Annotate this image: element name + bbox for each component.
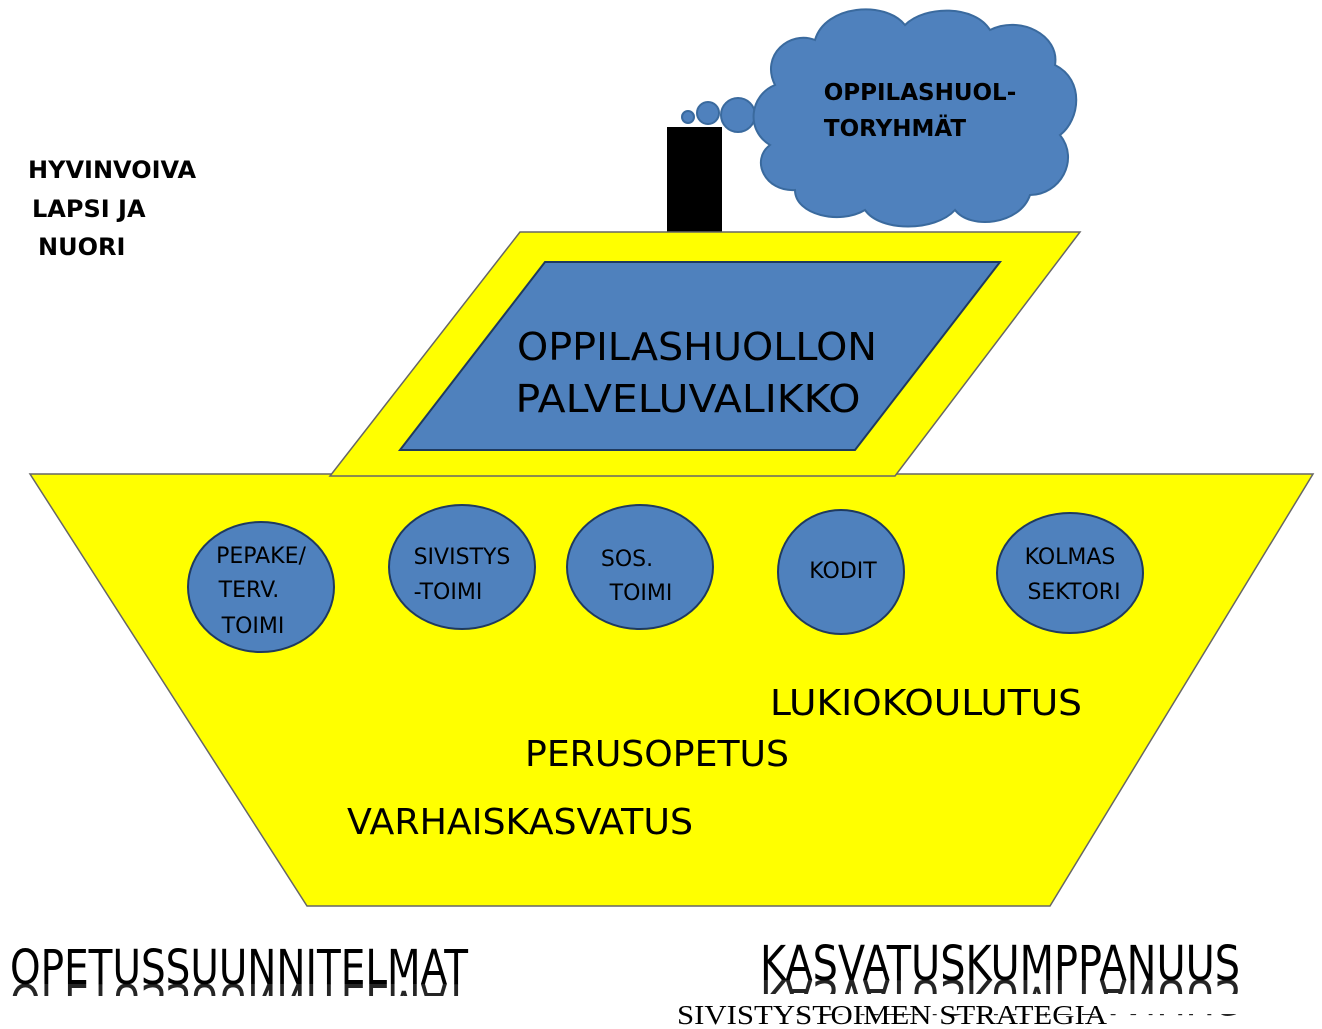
hull-level-top: LUKIOKOULUTUS: [770, 683, 1082, 724]
wave-left-mask: [0, 996, 520, 1029]
corner-label-line2: LAPSI JA: [32, 195, 146, 223]
porthole-sivistys-line2: -TOIMI: [414, 580, 483, 605]
corner-label-line3: NUORI: [38, 233, 125, 261]
porthole-pepake: [187, 521, 335, 653]
deck-panel-line1: OPPILASHUOLLON: [517, 325, 877, 369]
cloud-shape: [752, 8, 1078, 228]
porthole-kodit: [777, 509, 905, 635]
deck-panel: OPPILASHUOLLON PALVELUVALIKKO: [397, 261, 1003, 451]
wave-left: OPETUSSUUNNITELMAT OPETUSSUUNNITELMAT: [0, 940, 520, 1029]
porthole-sivistys: [388, 504, 536, 630]
porthole-pepake-line2: TERV.: [218, 578, 280, 603]
wave-right: KASVATUSKUMPPANUUS KASVATUSKUMPPANUUS: [700, 936, 1300, 1024]
smoke-puff-medium: [696, 101, 720, 125]
wave-right-text: KASVATUSKUMPPANUUS: [760, 936, 1240, 992]
cloud-line2: TORYHMÄT: [824, 114, 967, 142]
porthole-kolmas-line1: KOLMAS: [1025, 545, 1116, 570]
hull-levels: LUKIOKOULUTUS PERUSOPETUS VARHAISKASVATU…: [347, 683, 1082, 843]
cloud-line1: OPPILASHUOL-: [824, 80, 1017, 106]
smoke-puff-large: [720, 97, 756, 133]
porthole-sivistys-line1: SIVISTYS: [414, 545, 511, 570]
porthole-kodit-line1: KODIT: [809, 559, 877, 584]
porthole-labels: PEPAKE/ TERV. TOIMI SIVISTYS -TOIMI SOS.…: [216, 544, 1120, 639]
porthole-sos: [566, 504, 714, 630]
corner-label-line1: HYVINVOIVA: [28, 156, 196, 184]
porthole-sos-line2: TOIMI: [609, 581, 673, 606]
smoke-puffs: [681, 97, 756, 133]
porthole-kolmas: [996, 512, 1144, 634]
porthole-kolmas-line2: SEKTORI: [1027, 580, 1120, 605]
cloud: OPPILASHUOL- TORYHMÄT: [752, 8, 1078, 228]
hull-level-bottom: VARHAISKASVATUS: [347, 802, 693, 843]
deck-panel-line2: PALVELUVALIKKO: [516, 377, 861, 421]
corner-label: HYVINVOIVA LAPSI JA NUORI: [28, 156, 196, 261]
porthole-pepake-line3: TOIMI: [221, 614, 285, 639]
portholes: [187, 504, 1144, 653]
porthole-pepake-line1: PEPAKE/: [216, 544, 306, 569]
footer-strategy: SIVISTYSTOIMEN STRATEGIA: [677, 1000, 1108, 1029]
hull-level-middle: PERUSOPETUS: [525, 734, 789, 775]
porthole-sos-line1: SOS.: [601, 547, 653, 572]
wave-right-mask: [700, 994, 1300, 1014]
smoke-puff-small: [681, 110, 695, 124]
deck-panel-shape: [397, 261, 1003, 451]
wave-left-text: OPETUSSUUNNITELMAT: [10, 940, 469, 996]
chimney: [667, 127, 722, 235]
